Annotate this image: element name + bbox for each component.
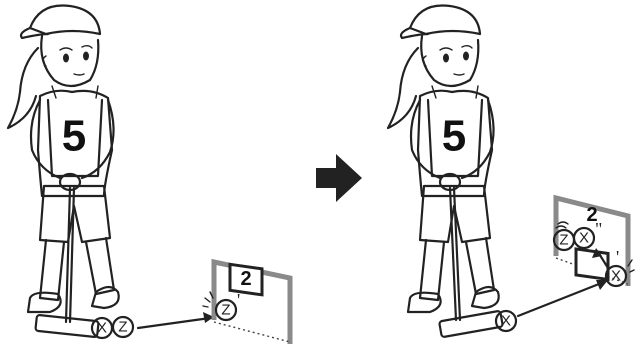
left-shot-line: [138, 318, 210, 328]
right-scene: 5 X 2 X ': [388, 5, 634, 337]
right-gate-ball-mark: ": [595, 219, 602, 239]
left-gate-number: 2: [240, 268, 251, 290]
left-hit-ball-mark: ': [237, 290, 240, 310]
svg-text:X: X: [501, 313, 511, 330]
svg-text:X: X: [579, 230, 589, 247]
right-bounce-ball-mark: ': [616, 247, 619, 267]
left-ball-x: X: [92, 318, 112, 338]
right-start-ball-x: X: [496, 311, 516, 331]
left-player-bib: 5: [62, 112, 86, 161]
right-shot-line: [518, 282, 604, 316]
svg-text:Z: Z: [221, 302, 230, 319]
right-player-bib: 5: [442, 112, 466, 161]
svg-text:X: X: [611, 268, 621, 285]
right-arrow-icon: [316, 154, 362, 202]
svg-text:X: X: [97, 320, 107, 337]
svg-text:Z: Z: [559, 232, 568, 249]
svg-text:Z: Z: [118, 319, 127, 336]
left-scene: 5 X Z 2 Z ': [8, 5, 290, 344]
left-ball-z: Z: [113, 317, 133, 337]
